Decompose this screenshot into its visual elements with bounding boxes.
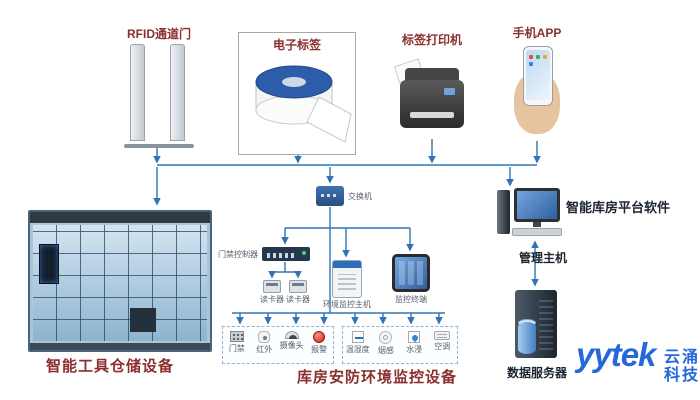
printer-output-slot <box>410 112 454 118</box>
label-printer-label: 标签打印机 <box>401 33 462 47</box>
env-host-icon <box>332 260 362 298</box>
sensor-cell: 温湿度 <box>344 331 371 354</box>
alarm-icon <box>313 331 326 343</box>
app-dot-orange <box>543 55 547 59</box>
smoke-detector-icon <box>379 331 393 344</box>
tag-label: 电子标签 <box>272 38 321 52</box>
server-icon <box>515 290 557 358</box>
cabinet-open-slot <box>130 308 156 332</box>
core-switch-label: 交换机 <box>348 192 372 201</box>
card-reader-label: 读卡器 <box>286 295 310 304</box>
monitoring-section-title: 库房安防环境监控设备 <box>296 369 457 386</box>
core-switch-ports <box>321 194 339 197</box>
card-reader-icon <box>289 280 307 293</box>
sensor-label: 温湿度 <box>345 345 370 354</box>
reader-slot <box>266 283 278 286</box>
logo-wordmark: yytek <box>576 336 656 373</box>
keyboard-icon <box>512 228 562 236</box>
app-dot-blue <box>529 62 533 66</box>
platform-software-label: 智能库房平台软件 <box>566 200 671 215</box>
reader-slot <box>292 283 304 286</box>
logo-cn-line2: 科技 <box>664 367 700 384</box>
cabinet-icon <box>28 210 212 352</box>
sensor-label: 红外 <box>256 345 273 354</box>
sensor-cell: 门禁 <box>223 331 250 353</box>
sensor-label: 摄像头 <box>279 341 304 350</box>
env-host-strip <box>333 261 361 268</box>
tag-roll-icon <box>255 65 352 144</box>
dome-camera-icon <box>284 331 299 339</box>
sensor-cell: 摄像头 <box>278 331 305 350</box>
security-devices-group: 门禁 红外 摄像头 报警 <box>222 326 334 364</box>
gate-base <box>124 144 194 148</box>
monitor-icon <box>514 188 560 222</box>
gate-right-panel <box>170 44 185 141</box>
rfid-gate-label: RFID通道门 <box>127 27 191 41</box>
logo-cn-line1: 云涌 <box>664 349 700 366</box>
core-switch-icon <box>316 186 344 206</box>
sensor-cell: 水浸 <box>401 331 428 354</box>
monitor-stand <box>533 222 541 227</box>
sensor-label: 空调 <box>434 342 451 351</box>
water-leak-icon <box>408 331 421 343</box>
cabinet-header-band <box>30 212 210 223</box>
sensor-label: 门禁 <box>228 344 245 353</box>
card-reader-label: 读卡器 <box>260 295 284 304</box>
app-dot-red <box>529 55 533 59</box>
temp-humidity-icon <box>351 331 364 343</box>
cabinet-screen <box>39 244 59 284</box>
terminal-screen <box>399 261 423 285</box>
door-controller-led <box>302 251 306 255</box>
env-host-grill <box>338 274 356 290</box>
cabinet-base <box>30 343 210 350</box>
management-host-label: 管理主机 <box>518 251 567 265</box>
door-controller-label: 门禁控制器 <box>218 250 258 259</box>
gate-left-panel <box>130 44 145 141</box>
sensor-cell: 红外 <box>251 331 278 354</box>
door-controller-icon <box>262 247 310 261</box>
app-dot-green <box>536 55 540 59</box>
sensor-label: 报警 <box>311 345 328 354</box>
data-server-label: 数据服务器 <box>506 366 567 380</box>
cabinet-locker-grid <box>33 225 207 341</box>
terminal-icon <box>392 254 430 292</box>
tag-roll-panel: 电子标签 <box>238 32 356 155</box>
database-cylinder <box>518 322 536 354</box>
door-access-icon <box>229 331 244 342</box>
server-vents <box>539 296 553 350</box>
ac-controller-icon <box>434 331 451 340</box>
printer-icon <box>393 58 470 138</box>
printer-screen <box>444 88 455 95</box>
terminal-label: 监控终端 <box>395 295 427 304</box>
pir-sensor-icon <box>258 331 271 343</box>
sensor-label: 水浸 <box>406 345 423 354</box>
computer-tower-icon <box>497 190 510 234</box>
phone-icon <box>512 46 568 138</box>
rfid-gate-icon <box>124 44 194 148</box>
mobile-app-label: 手机APP <box>512 26 562 40</box>
sensor-cell: 报警 <box>306 331 333 354</box>
sensor-cell: 烟感 <box>372 331 399 355</box>
card-reader-icon <box>263 280 281 293</box>
sensor-label: 烟感 <box>377 346 394 355</box>
cabinet-label: 智能工具仓储设备 <box>45 358 174 375</box>
sensor-cell: 空调 <box>429 331 456 351</box>
env-host-label: 环境监控主机 <box>323 300 371 309</box>
environment-devices-group: 温湿度 烟感 水浸 空调 <box>342 326 458 364</box>
door-controller-ports <box>267 253 297 258</box>
